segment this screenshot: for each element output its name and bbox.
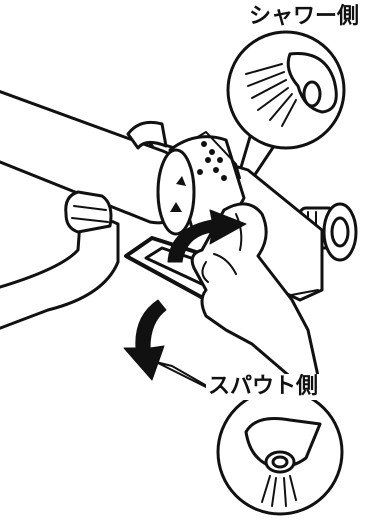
spout-mode-circle (218, 390, 342, 514)
rotate-down-arrow (124, 300, 166, 380)
spout-side-label: スパウト側 (206, 374, 320, 400)
spout-pipe (0, 192, 118, 332)
pipe-collar (128, 122, 166, 148)
shower-mode-circle (228, 32, 344, 148)
shower-side-label: シャワー側 (247, 4, 361, 30)
